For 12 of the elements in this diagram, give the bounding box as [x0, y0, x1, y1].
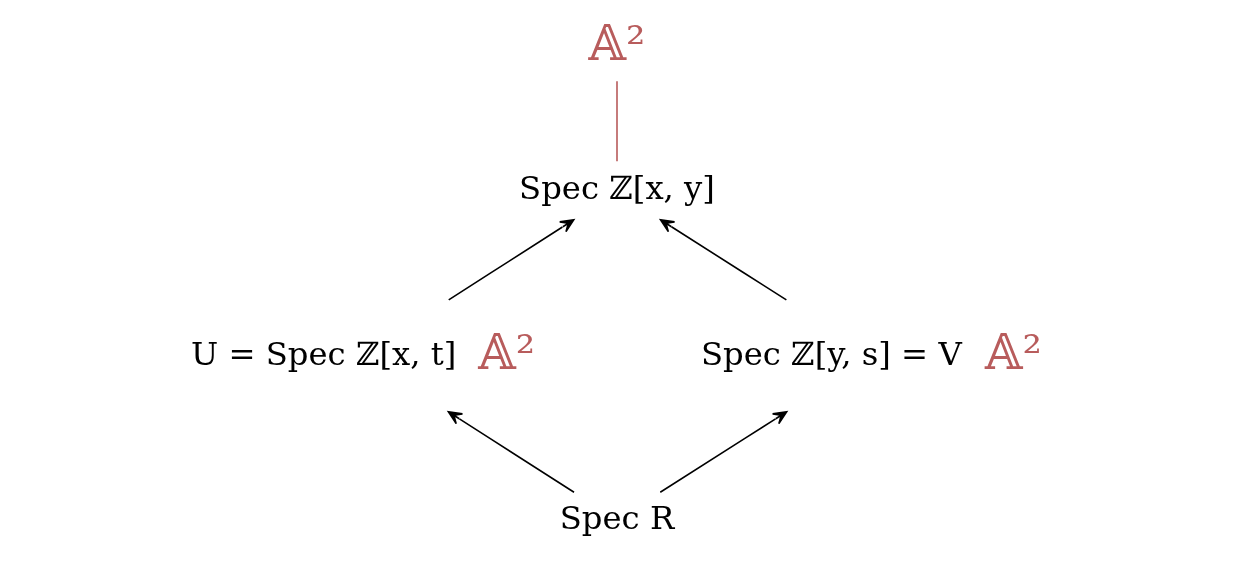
node-label: 𝔸²	[478, 323, 536, 380]
node-text: Spec R	[559, 499, 675, 538]
arrow	[659, 411, 788, 493]
arrow	[447, 219, 575, 301]
arrow	[447, 411, 575, 493]
node-text: Spec ℤ[y, s] = V	[700, 334, 962, 373]
connector	[616, 80, 618, 163]
node-text: 𝔸²	[588, 14, 646, 71]
node-text: U = Spec ℤ[x, t]	[190, 334, 457, 373]
node-text: Spec ℤ[x, y]	[519, 168, 715, 207]
node-label: 𝔸²	[984, 323, 1042, 380]
arrow	[659, 219, 788, 301]
